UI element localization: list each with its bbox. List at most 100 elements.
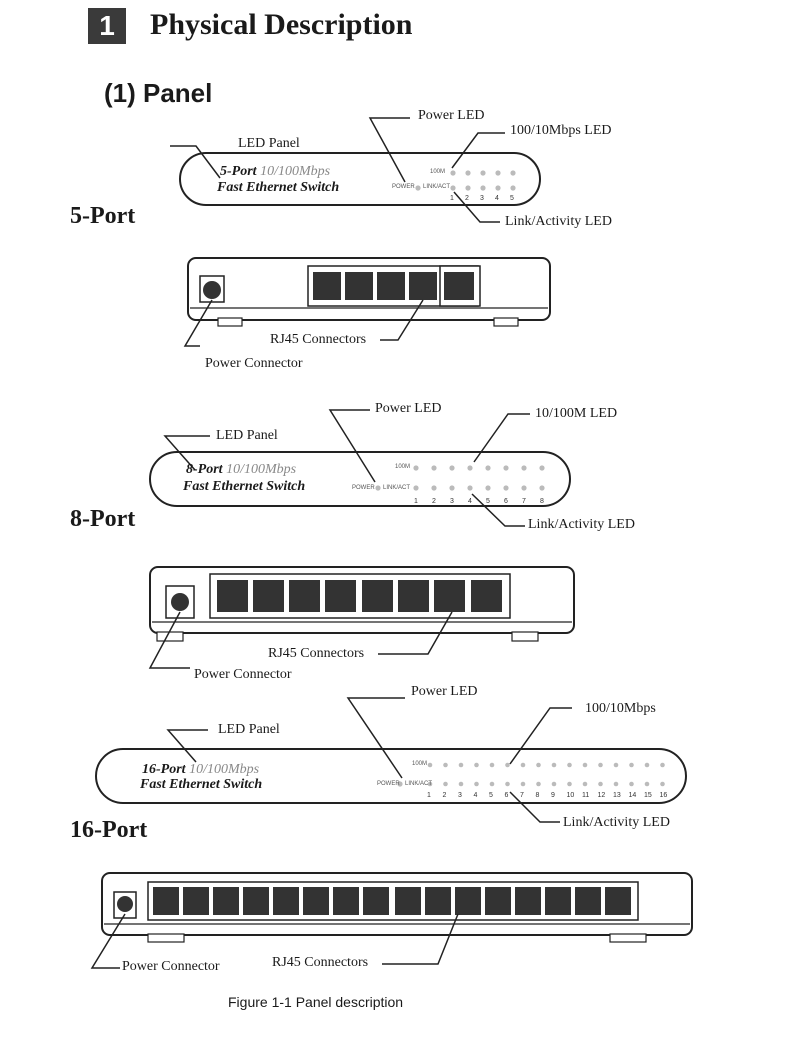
sixteen-port-port-number: 5 xyxy=(489,792,493,799)
sixteen-port-link-led xyxy=(644,781,650,787)
sixteen-port-port-number: 10 xyxy=(566,792,575,799)
eight-port-port-number: 1 xyxy=(414,498,418,505)
five-port-rj45-port-5 xyxy=(444,272,474,300)
five-port-speed-led-label: 100/10Mbps LED xyxy=(510,123,612,138)
sixteen-port-port-number: 16 xyxy=(659,792,668,799)
eight-port-port-number: 7 xyxy=(522,498,526,505)
sixteen-port-speed-led xyxy=(536,762,541,768)
five-port-led-label-power: POWER xyxy=(392,184,415,190)
eight-port-port-number: 5 xyxy=(486,498,490,505)
eight-port-power-connector-label: Power Connector xyxy=(194,667,292,682)
sixteen-port-link-led xyxy=(598,781,603,787)
eight-port-power-jack-hole xyxy=(171,593,189,611)
sixteen-port-link-led xyxy=(474,781,479,787)
sixteen-port-title: 16-Port xyxy=(70,817,148,843)
eight-port-port-number: 6 xyxy=(504,498,508,505)
sixteen-port-rj45-port xyxy=(395,887,421,915)
sixteen-port-rj45-port xyxy=(425,887,451,915)
eight-port-brand-speed: 10/100Mbps xyxy=(226,462,297,477)
sixteen-port-rj45-ports xyxy=(153,887,631,915)
sixteen-port-link-led-label: Link/Activity LED xyxy=(563,815,670,830)
five-port-led-label-100m: 100M xyxy=(430,169,446,175)
sixteen-port-rj45-port xyxy=(485,887,511,915)
eight-port-link-leds xyxy=(413,485,545,491)
sixteen-port-speed-led xyxy=(505,762,510,768)
eight-port-speed-leds xyxy=(413,465,545,471)
sixteen-port-port-number: 7 xyxy=(520,792,524,799)
eight-port-port-number: 4 xyxy=(468,498,472,505)
sixteen-port-led-panel-label: LED Panel xyxy=(218,722,280,737)
five-port-brand-speed: 10/100Mbps xyxy=(260,164,331,179)
figure-caption: Figure 1-1 Panel description xyxy=(228,994,404,1010)
sixteen-port-port-number: 13 xyxy=(613,792,621,799)
sixteen-port-speed-led xyxy=(582,762,588,768)
sixteen-port-rj45-port xyxy=(243,887,269,915)
sixteen-port-link-led xyxy=(458,781,464,787)
section-title: Physical Description xyxy=(150,8,413,41)
sixteen-port-speed-led xyxy=(629,762,634,768)
eight-port-speed-led-label: 10/100M LED xyxy=(535,406,618,421)
eight-port-power-led-label: Power LED xyxy=(375,401,442,416)
sixteen-port-speed-led xyxy=(660,762,665,768)
five-port-port-number: 4 xyxy=(495,195,499,202)
sixteen-port-port-number: 9 xyxy=(551,792,555,799)
eight-port-rj45-ports xyxy=(217,580,502,612)
eight-port-speed-led-leader xyxy=(473,413,530,463)
five-port-speed-leds xyxy=(450,170,516,176)
sixteen-port-port-number: 12 xyxy=(597,792,606,799)
five-port-port-number: 3 xyxy=(480,195,484,202)
sixteen-port-power-led-leader xyxy=(346,697,405,779)
eight-port-rj45-leader xyxy=(378,611,453,655)
sixteen-port-brand-model: 16-Port xyxy=(142,762,186,777)
eight-port-port-number: 8 xyxy=(540,498,544,505)
five-port-power-led-leader xyxy=(368,117,410,183)
sixteen-port-led-label-power: POWER xyxy=(377,781,400,787)
sixteen-port-link-led xyxy=(660,781,665,787)
sixteen-port-link-led xyxy=(520,781,526,787)
sixteen-port-speed-led-label: 100/10Mbps xyxy=(585,701,656,716)
sixteen-port-brand-speed: 10/100Mbps xyxy=(189,762,260,777)
five-port-brand-model: 5-Port xyxy=(220,164,257,179)
sixteen-port-link-led xyxy=(613,781,619,787)
eight-port-power-led xyxy=(375,485,381,491)
sixteen-port-power-led xyxy=(397,781,403,787)
sixteen-port-rj45-port xyxy=(515,887,541,915)
five-port-power-connector-label: Power Connector xyxy=(205,356,303,371)
section-subtitle: (1) Panel xyxy=(104,78,213,108)
five-port-title: 5-Port xyxy=(70,203,136,229)
sixteen-port-speed-leds xyxy=(427,762,665,768)
sixteen-port-speed-led xyxy=(520,762,526,768)
eight-port-link-led-label: Link/Activity LED xyxy=(528,517,635,532)
sixteen-port-brand-line1: 16-Port 10/100Mbps xyxy=(142,762,259,778)
sixteen-port-power-led-label: Power LED xyxy=(411,684,478,699)
sixteen-port-port-number: 15 xyxy=(644,792,652,799)
five-port-brand-line1: 5-Port 10/100Mbps xyxy=(220,164,330,180)
eight-port-brand-model: 8-Port xyxy=(186,462,223,477)
sixteen-port-link-led xyxy=(489,781,495,787)
sixteen-port-brand-name: Fast Ethernet Switch xyxy=(140,777,263,792)
sixteen-port-link-led xyxy=(582,781,588,787)
sixteen-port-power-jack-hole xyxy=(117,896,133,912)
sixteen-port-link-led xyxy=(629,781,634,787)
sixteen-port-led-panel-leader xyxy=(166,729,208,763)
eight-port-rj45-label: RJ45 Connectors xyxy=(268,646,365,661)
five-port-power-led xyxy=(415,185,421,191)
sixteen-port-rj45-port xyxy=(575,887,601,915)
five-port-power-connector-leader xyxy=(183,299,213,347)
sixteen-port-rj45-port xyxy=(605,887,631,915)
eight-port-link-led-leader xyxy=(471,493,525,527)
sixteen-port-speed-led xyxy=(598,762,603,768)
five-port-link-leds xyxy=(450,185,516,191)
sixteen-port-port-number: 6 xyxy=(504,792,509,799)
five-port-rj45-label: RJ45 Connectors xyxy=(270,332,367,347)
sixteen-port-speed-led xyxy=(458,762,464,768)
eight-port-led-label-link: LINK/ACT xyxy=(383,485,411,491)
sixteen-port-speed-led xyxy=(443,762,448,768)
sixteen-port-speed-led xyxy=(489,762,495,768)
sixteen-port-link-led xyxy=(443,781,448,787)
sixteen-port-link-led-leader xyxy=(509,791,560,823)
sixteen-port-speed-led xyxy=(474,762,479,768)
